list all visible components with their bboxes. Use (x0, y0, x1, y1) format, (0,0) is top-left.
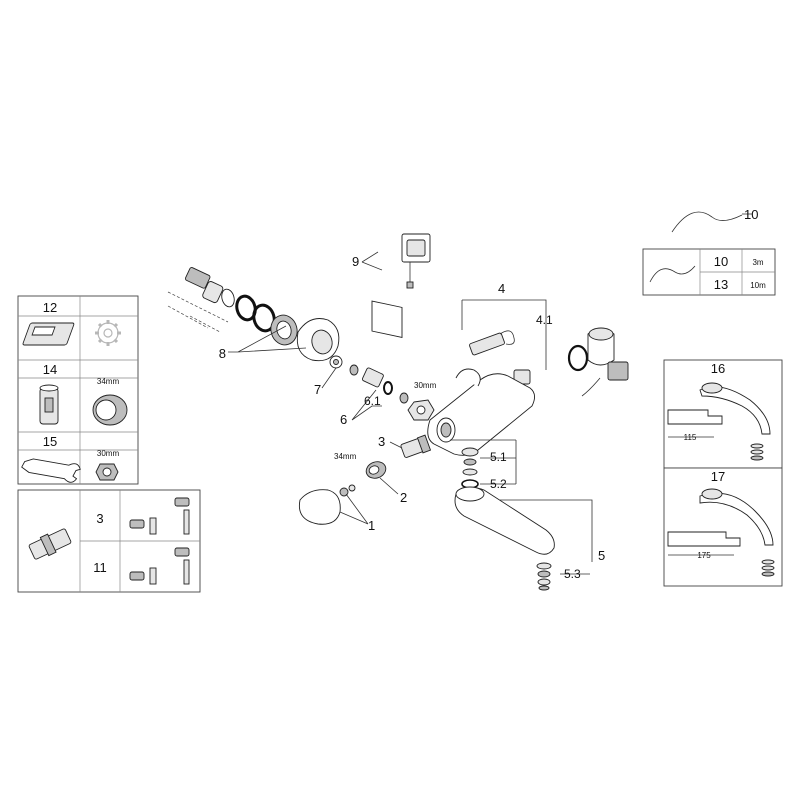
main-cartridge (400, 434, 432, 458)
gear-icon (95, 320, 121, 346)
cable-icon (671, 211, 743, 233)
main-nut-30mm (407, 399, 435, 421)
tools-item-15-dim: 30mm (97, 449, 120, 458)
callout-8: 8 (219, 346, 226, 361)
spout-long-icon (667, 488, 774, 547)
spout-panel-17-item: 17 (711, 469, 725, 484)
tools-item-12-label: 12 (43, 300, 57, 315)
callout-4-1: 4.1 (536, 313, 553, 327)
cartridge-icon (28, 528, 72, 560)
cable-table-row2-item: 13 (714, 277, 728, 292)
item-7-part (329, 355, 343, 369)
cable-table-row1-length: 3m (752, 258, 763, 267)
callout-5-2: 5.2 (490, 477, 507, 491)
item-8-parts (184, 267, 340, 362)
cable-table-row1-item: 10 (714, 254, 728, 269)
nut-icon (95, 463, 119, 481)
main-ring-34mm (365, 461, 387, 479)
callout-2: 2 (400, 490, 407, 505)
spout-panel-17: 17 175 (663, 467, 783, 587)
cartridge-item-3-label: 3 (96, 511, 103, 526)
callout-10: 10 (744, 207, 758, 222)
cable-assembly: 10 10 3m 13 10m (642, 207, 776, 296)
main-dim-30mm: 30mm (414, 381, 437, 390)
power-supply-icon (371, 233, 431, 338)
tools-panel: 12 14 34mm 15 (17, 295, 139, 485)
callout-5-3: 5.3 (564, 567, 581, 581)
main-spout (454, 447, 555, 591)
socket-wrench-icon (39, 384, 59, 425)
remote-control-icon (22, 322, 75, 346)
spout-panel-17-dim: 175 (697, 551, 711, 560)
main-dim-34mm: 34mm (334, 452, 357, 461)
callout-7: 7 (314, 382, 321, 397)
sensor-unit-icon (469, 327, 629, 397)
callout-1: 1 (368, 518, 375, 533)
spout-panel-16-dim: 115 (684, 433, 697, 442)
cable-table-cable-icon (649, 265, 696, 283)
cable-table-row2-length: 10m (750, 281, 766, 290)
main-handle (298, 484, 356, 525)
callout-3: 3 (378, 434, 385, 449)
callout-6-1: 6.1 (364, 394, 381, 408)
cartridge-item-11-label: 11 (93, 560, 107, 575)
tools-item-15-label: 15 (43, 434, 57, 449)
callout-6: 6 (340, 412, 347, 427)
adapter-ring-icon (92, 394, 128, 426)
spanner-icon (21, 458, 81, 483)
cartridge-set-11-icon (129, 547, 190, 585)
callout-5-1: 5.1 (490, 450, 507, 464)
item-6-parts (349, 364, 409, 404)
spout-icon (667, 382, 771, 435)
cartridge-set-3-icon (129, 497, 190, 535)
tools-item-14-label: 14 (43, 362, 57, 377)
cartridge-panel: 3 11 (17, 489, 201, 593)
callout-9: 9 (352, 254, 359, 269)
callout-4: 4 (498, 281, 505, 296)
thermostat-body (427, 368, 535, 456)
spout-panel-16: 16 115 (663, 359, 783, 469)
spout-17-seals (761, 559, 775, 577)
callout-5: 5 (598, 548, 605, 563)
spout-panel-16-item: 16 (711, 361, 725, 376)
spout-16-seals (750, 443, 764, 461)
tools-item-14-dim: 34mm (97, 377, 120, 386)
